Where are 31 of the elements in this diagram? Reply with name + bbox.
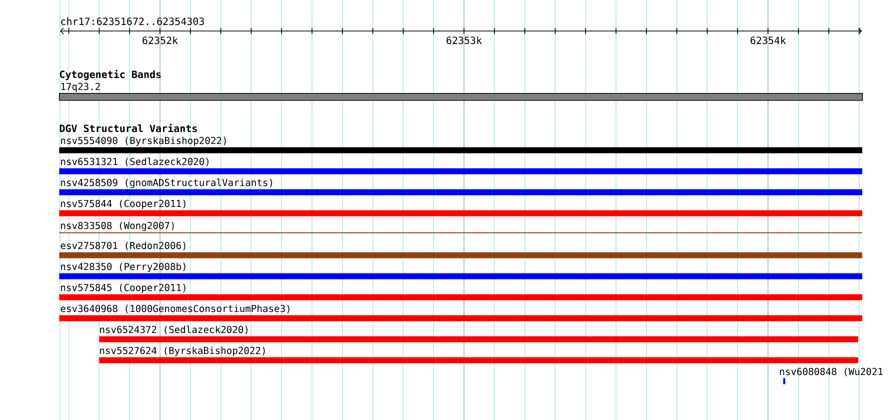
variant-bar: nsv575845 (Cooper2011) (59, 284, 862, 300)
node-label: nsv6080848 (Wu2021 (780, 368, 883, 376)
tick-label: 62354k (750, 36, 786, 44)
node-label: nsv428350 (Perry2008b) (61, 262, 186, 272)
variant-line: nsv833508 (Wong2007) (59, 222, 862, 234)
variant-bar: nsv6531321 (Sedlazeck2020) (59, 158, 862, 174)
track-heading: DGV Structural Variants (60, 124, 197, 132)
tick-label: 62353k (446, 36, 482, 44)
variant-bar: nsv5527624 (ByrskaBishop2022) (99, 346, 858, 364)
node-label: nsv575844 (Cooper2011) (61, 200, 186, 209)
variant-bar: nsv575844 (Cooper2011) (59, 200, 862, 216)
node-label: nsv575845 (Cooper2011) (61, 284, 186, 293)
band-bar: 17q23.2 (59, 82, 863, 101)
node-label: nsv5527624 (ByrskaBishop2022) (100, 346, 265, 356)
variant-bar: esv3640968 (1000GenomesConsortiumPhase3) (59, 304, 862, 322)
track-heading: Cytogenetic Bands (60, 70, 161, 80)
node-label: nsv4258509 (gnomADStructuralVariants) (61, 178, 272, 188)
node-label: nsv5554090 (ByrskaBishop2022) (61, 136, 226, 146)
node-label: nsv6524372 (Sedlazeck2020) (100, 326, 248, 334)
variant-bar: nsv4258509 (gnomADStructuralVariants) (59, 178, 862, 196)
node-label: nsv6531321 (Sedlazeck2020) (61, 158, 208, 166)
node-label: esv2758701 (Redon2006) (60, 242, 186, 250)
variant-bar: nsv5554090 (ByrskaBishop2022) (59, 136, 862, 154)
coordinate-label: chr17:62351672..62354303 (61, 17, 204, 26)
tick-label: 62352k (142, 36, 178, 44)
variant-bar: nsv6080848 (Wu2021 (780, 368, 883, 384)
variant-bar: nsv428350 (Perry2008b) (59, 262, 862, 280)
node-label: 17q23.2 (61, 82, 100, 92)
variant-bar: esv2758701 (Redon2006) (59, 242, 862, 258)
variant-bar: nsv6524372 (Sedlazeck2020) (99, 326, 858, 342)
node-label: esv3640968 (1000GenomesConsortiumPhase3) (60, 304, 290, 314)
